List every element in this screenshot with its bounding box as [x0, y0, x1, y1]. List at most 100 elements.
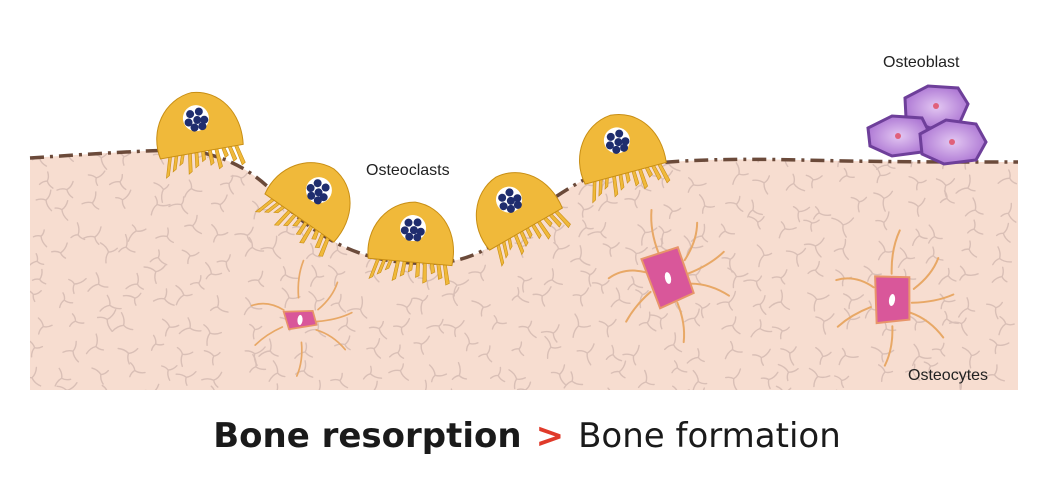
- bone-texture-mark: [532, 286, 552, 307]
- osteocyte-process: [676, 301, 686, 344]
- caption-bone-formation: Bone formation: [578, 416, 841, 456]
- bone-texture-mark: [260, 235, 282, 260]
- bone-texture-mark: [149, 249, 168, 266]
- bone-texture-mark: [591, 280, 610, 294]
- bone-texture-mark: [115, 189, 132, 209]
- bone-texture-mark: [239, 394, 253, 412]
- bone-texture-mark: [511, 286, 530, 303]
- bone-texture-mark: [785, 247, 807, 267]
- bone-texture-mark: [37, 317, 53, 335]
- bone-texture-mark: [709, 392, 729, 412]
- bone-texture-mark: [690, 223, 709, 243]
- bone-texture-mark: [725, 195, 744, 212]
- bone-texture-mark: [803, 237, 825, 258]
- osteoclast-nucleus: [200, 115, 209, 124]
- bone-texture-mark: [807, 260, 824, 277]
- bone-texture-mark: [752, 295, 767, 315]
- osteoclast-nucleus: [405, 232, 414, 241]
- bone-texture-mark: [805, 174, 823, 189]
- bone-texture-mark: [38, 171, 54, 189]
- bone-texture-mark: [959, 265, 979, 281]
- bone-texture-mark: [834, 375, 850, 388]
- bone-texture-mark: [143, 264, 166, 285]
- bone-texture-mark: [996, 393, 1011, 410]
- osteoclast-nucleus: [621, 137, 630, 146]
- bone-texture-mark: [576, 343, 595, 366]
- bone-texture-mark: [891, 398, 909, 416]
- osteoclast-nucleus: [409, 226, 418, 235]
- bone-texture-mark: [721, 316, 741, 335]
- bone-texture-mark: [99, 294, 122, 312]
- osteocyte-process: [254, 326, 284, 346]
- bone-texture-mark: [247, 270, 265, 288]
- bone-texture-mark: [843, 293, 864, 310]
- osteoclast-body: [475, 172, 564, 251]
- osteoclast-nucleus: [306, 184, 315, 193]
- bone-texture-mark: [161, 365, 178, 381]
- bone-texture-mark: [203, 350, 221, 366]
- bone-texture-mark: [32, 229, 48, 248]
- bone-texture-mark: [330, 293, 347, 313]
- osteocyte-nucleus: [888, 294, 896, 306]
- bone-texture-mark: [687, 177, 707, 193]
- bone-texture-mark: [543, 268, 563, 286]
- osteoclast-nucleus: [513, 194, 522, 203]
- bone-texture-mark: [953, 381, 971, 390]
- bone-texture-mark: [725, 368, 742, 390]
- bone-texture-mark: [127, 224, 147, 242]
- bone-texture-mark: [150, 334, 165, 351]
- bone-texture-mark: [580, 267, 597, 287]
- osteoclast-nucleus: [193, 115, 202, 124]
- osteoclast-nucleus: [606, 132, 615, 141]
- bone-texture-mark: [878, 364, 894, 383]
- bone-texture-mark: [81, 191, 100, 210]
- osteocyte-process: [683, 221, 699, 262]
- bone-texture-mark: [519, 153, 533, 169]
- bone-texture-mark: [30, 253, 45, 267]
- bone-texture-mark: [118, 392, 135, 408]
- osteocyte-nucleus: [664, 272, 672, 284]
- osteoclast-cell-icon: [156, 91, 246, 179]
- bone-texture-mark: [362, 365, 383, 380]
- osteoclast-nucleus: [321, 183, 330, 192]
- caption-bone-resorption: Bone resorption: [213, 416, 522, 456]
- bone-texture-mark: [338, 317, 356, 332]
- bone-texture-mark: [203, 324, 222, 346]
- bone-texture-mark: [870, 346, 895, 363]
- osteocyte-process: [910, 293, 955, 304]
- osteoclast-nucleus: [513, 200, 522, 209]
- bone-texture-mark: [56, 180, 74, 199]
- bone-texture-mark: [720, 150, 741, 161]
- osteoclasts-group: [156, 91, 671, 286]
- bone-texture-mark: [122, 292, 142, 306]
- osteocyte-process: [317, 281, 339, 311]
- bone-texture-mark: [663, 204, 682, 220]
- bone-texture-mark: [111, 312, 134, 332]
- bone-texture-mark: [310, 264, 325, 287]
- bone-texture-mark: [807, 292, 830, 312]
- bone-texture-mark: [768, 289, 791, 311]
- osteoclast-nucleus: [314, 188, 323, 197]
- bone-texture-mark: [330, 372, 349, 389]
- bone-texture-mark: [294, 360, 314, 378]
- bone-texture-mark: [389, 344, 405, 359]
- osteoclast-nucleus: [307, 191, 316, 200]
- bone-texture-mark: [572, 287, 590, 307]
- bone-texture-mark: [508, 369, 526, 390]
- bone-texture-mark: [175, 371, 197, 386]
- bone-texture-mark: [908, 197, 926, 217]
- bone-texture-mark: [671, 360, 688, 374]
- bone-texture-mark: [835, 389, 856, 390]
- bone-texture-mark: [54, 367, 72, 387]
- bone-texture-mark: [743, 275, 763, 292]
- bone-texture-mark: [62, 340, 80, 363]
- osteoclast-nucleus: [404, 218, 413, 227]
- bone-texture-mark: [692, 369, 708, 390]
- bone-texture-mark: [293, 150, 314, 163]
- bone-texture-mark: [51, 242, 68, 259]
- bone-texture-mark: [808, 367, 831, 388]
- bone-texture-mark: [153, 182, 170, 203]
- bone-texture-mark: [176, 393, 192, 408]
- bone-texture-mark: [518, 320, 537, 339]
- caption: Bone resorption>Bone formation: [0, 416, 1054, 456]
